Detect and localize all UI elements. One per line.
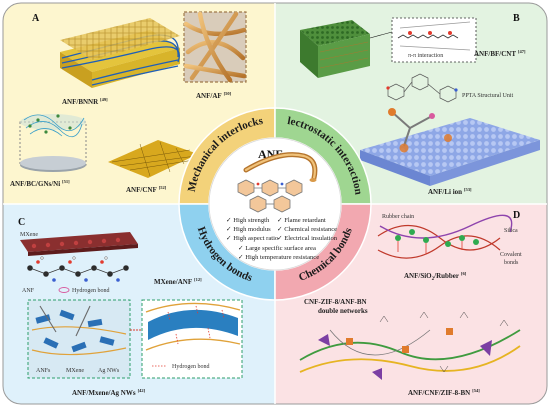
pi-pi-inset: π-π interaction bbox=[391, 17, 477, 63]
mxene-small-label: MXene bbox=[66, 368, 84, 374]
panel-b: π-π interaction ANF/BF/CNT[47] PPTA Stru… bbox=[300, 17, 540, 196]
center-content: ANF ✓ High strength ✓ High modulus ✓ Hig… bbox=[226, 147, 338, 261]
caption-af: ANF/AF[50] bbox=[196, 91, 232, 100]
ppta-structure-icon bbox=[237, 179, 303, 213]
hbond-zoom-image: Hydrogen bond bbox=[141, 299, 243, 379]
ag-nws-image: ANFs MXene Ag NWs bbox=[27, 299, 131, 379]
caption-li-ion: ANF/Li ion[53] bbox=[428, 187, 472, 196]
prop-left-2: ✓ High modulus bbox=[226, 226, 271, 233]
hydrogen-bond-legend-mark bbox=[58, 287, 70, 293]
panel-a: ANF/BNNR[49] ANF/AF[50] bbox=[10, 11, 247, 194]
hydrogen-bond-label-2: Hydrogen bond bbox=[172, 364, 210, 370]
prop-right-3: ✓ Electrical insulation bbox=[277, 235, 338, 242]
panel-letter-c: C bbox=[18, 217, 25, 228]
covalent-label-2: bonds bbox=[504, 260, 519, 266]
pi-pi-label: π-π interaction bbox=[408, 53, 443, 59]
panel-letter-b: B bbox=[513, 13, 520, 24]
anf-fiber-icon bbox=[243, 152, 318, 182]
mxene-top-label: MXene bbox=[20, 232, 38, 238]
property-list: ✓ High strength ✓ High modulus ✓ High as… bbox=[226, 217, 338, 261]
caption-bc-gns-ni: ANF/BC/GNs/Ni[51] bbox=[10, 179, 70, 188]
ppta-molecules bbox=[386, 73, 458, 103]
rubber-chain-label: Rubber chain bbox=[382, 214, 414, 220]
anf-label: ANF bbox=[22, 288, 35, 294]
prop-right-2: ✓ Chemical resistance bbox=[277, 226, 337, 233]
bnnr-layered-image bbox=[60, 18, 180, 88]
ppta-label: PPTA Structural Unit bbox=[462, 93, 514, 99]
panel-letter-a: A bbox=[32, 13, 40, 24]
panel-letter-d: D bbox=[513, 210, 520, 221]
caption-bnnr: ANF/BNNR[49] bbox=[62, 97, 108, 106]
caption-double-network-2: double networks bbox=[318, 307, 368, 315]
prop-left-1: ✓ High strength bbox=[226, 217, 270, 224]
caption-double-network-1: CNF-ZIF-8/ANF-BN bbox=[304, 298, 367, 306]
anf-chain-image bbox=[27, 256, 129, 282]
panel-c: MXene bbox=[20, 232, 243, 397]
panel-d: Rubber chain Silica Covalent bonds ANF/S… bbox=[299, 214, 522, 397]
prop-bottom-2: ✓ High temperature resistance bbox=[238, 254, 319, 261]
caption-cnf: ANF/CNF[52] bbox=[126, 185, 167, 194]
prop-right-1: ✓ Flame retardant bbox=[277, 217, 326, 224]
bf-cnt-image bbox=[300, 20, 393, 78]
mxene-layer-image bbox=[20, 232, 138, 256]
caption-ag-nws: ANF/Mxene/Ag NWs[42] bbox=[72, 388, 146, 397]
caption-bf-cnt: ANF/BF/CNT[47] bbox=[474, 49, 526, 58]
bc-gns-ni-image bbox=[19, 114, 87, 172]
cnf-mesh-image bbox=[108, 140, 198, 178]
li-ion-image bbox=[360, 108, 540, 186]
caption-rubber: ANF/SiO2/Rubber[6] bbox=[404, 271, 467, 282]
rubber-silica-image bbox=[377, 214, 513, 259]
zif-network-image bbox=[299, 311, 521, 380]
prop-left-3: ✓ High aspect ratio bbox=[226, 235, 279, 242]
prop-bottom-1: ✓ Large specific surface area bbox=[238, 245, 316, 252]
caption-mxene-anf: MXene/ANF[12] bbox=[154, 277, 202, 286]
covalent-label-1: Covalent bbox=[500, 252, 522, 258]
silica-label: Silica bbox=[504, 228, 518, 234]
ag-nws-label: Ag NWs bbox=[98, 368, 120, 374]
anfs-label: ANFs bbox=[36, 368, 51, 374]
caption-zif: ANF/CNF/ZIF-8-BN[54] bbox=[408, 388, 480, 397]
hydrogen-bond-label: Hydrogen bond bbox=[72, 288, 110, 294]
af-fiber-image bbox=[183, 11, 247, 83]
